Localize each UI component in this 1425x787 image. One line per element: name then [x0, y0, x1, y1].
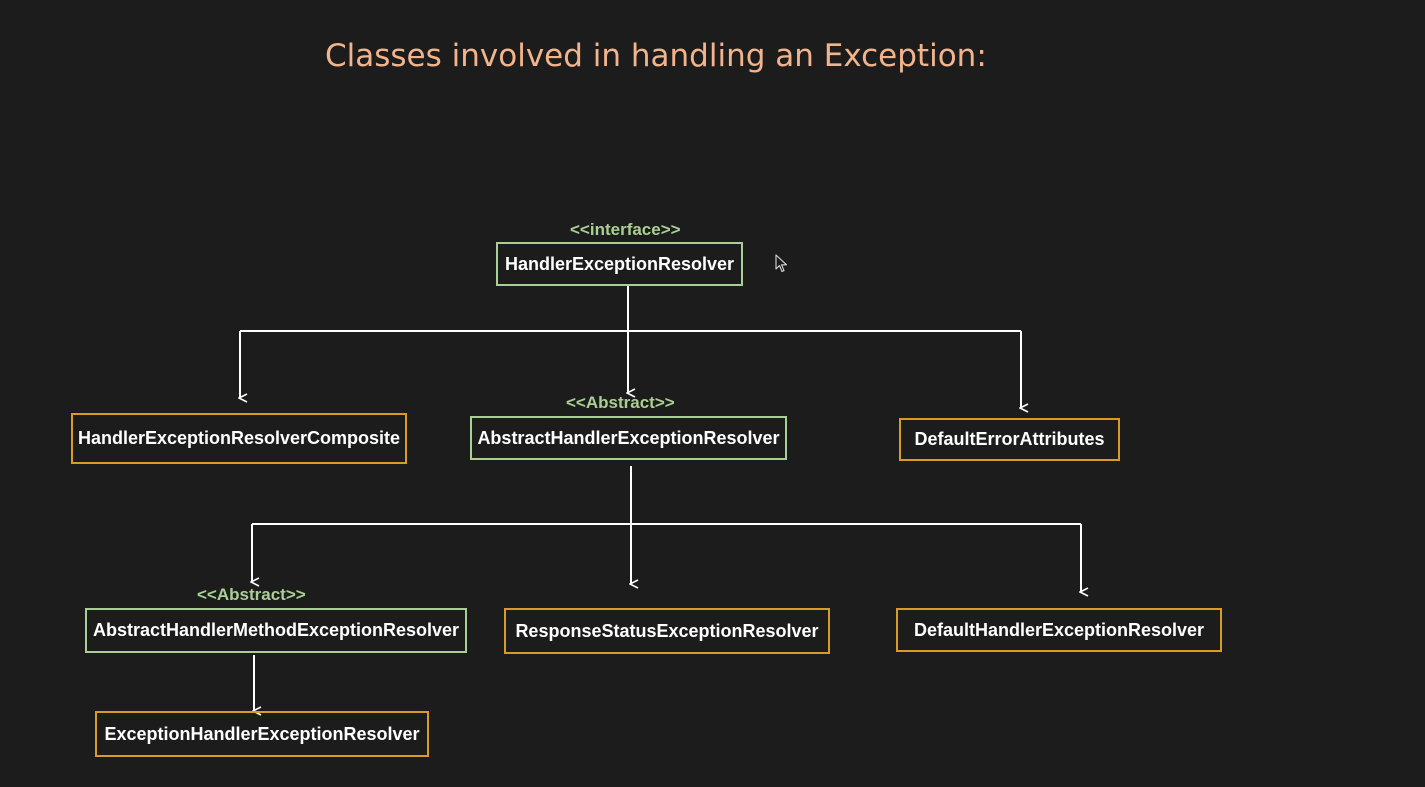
handler-exception-resolver-composite-box: HandlerExceptionResolverComposite: [71, 413, 407, 464]
exception-handler-exception-resolver-box: ExceptionHandlerExceptionResolver: [95, 711, 429, 757]
abstract-stereotype-level1: <<Abstract>>: [566, 393, 675, 412]
handler-exception-resolver-box: HandlerExceptionResolver: [496, 242, 743, 286]
abstract-handler-method-exception-resolver-box: AbstractHandlerMethodExceptionResolver: [85, 608, 467, 653]
response-status-exception-resolver-box: ResponseStatusExceptionResolver: [504, 608, 830, 654]
abstract-handler-exception-resolver-box: AbstractHandlerExceptionResolver: [470, 416, 787, 460]
default-error-attributes-box: DefaultErrorAttributes: [899, 418, 1120, 461]
abstract-stereotype-level2: <<Abstract>>: [197, 585, 306, 604]
page-title: Classes involved in handling an Exceptio…: [325, 38, 987, 74]
default-handler-exception-resolver-box: DefaultHandlerExceptionResolver: [896, 608, 1222, 652]
interface-stereotype: <<interface>>: [570, 220, 681, 239]
mouse-pointer-icon: [775, 254, 788, 273]
